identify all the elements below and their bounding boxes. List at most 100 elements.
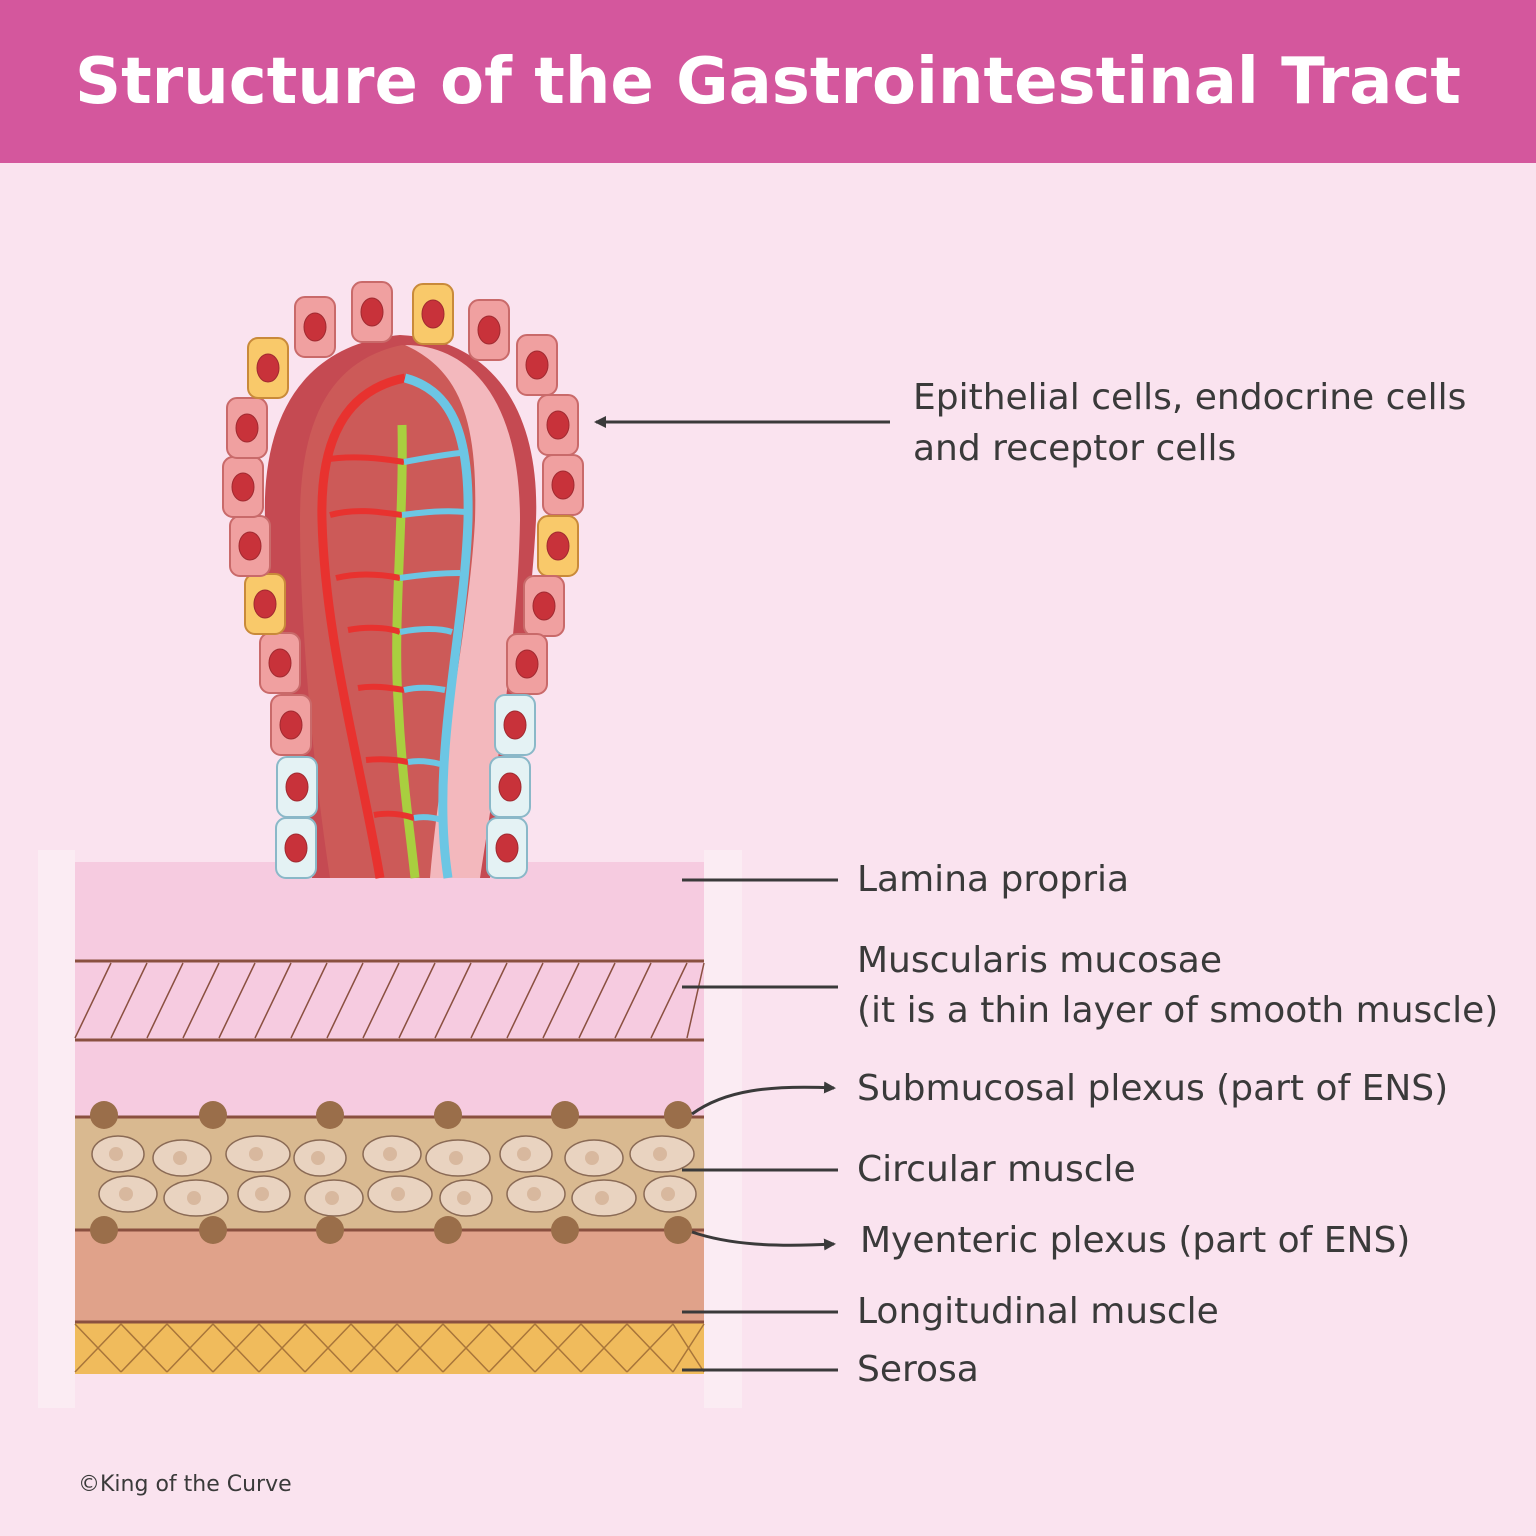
myenteric-plexus-node bbox=[90, 1216, 118, 1244]
submucosal-plexus-node bbox=[199, 1101, 227, 1129]
hatch-line bbox=[542, 962, 580, 1039]
cell-nucleus bbox=[284, 833, 308, 863]
muscularis-label-line2: (it is a thin layer of smooth muscle) bbox=[857, 990, 1499, 1031]
serosa-crosshatch bbox=[74, 1323, 705, 1373]
submucosal-plexus-node bbox=[434, 1101, 462, 1129]
cell-nucleus bbox=[495, 833, 519, 863]
epithelial-label-line1: Epithelial cells, endocrine cells bbox=[913, 377, 1467, 418]
epithelial-label-line2: and receptor cells bbox=[913, 428, 1237, 469]
cell-nucleus bbox=[235, 413, 259, 443]
cell-nucleus bbox=[546, 531, 570, 561]
serosa-hatch-line bbox=[488, 1323, 536, 1373]
right-side-panel bbox=[704, 850, 742, 1408]
serosa-hatch-line bbox=[396, 1323, 444, 1373]
artery-vessel bbox=[317, 373, 406, 879]
muscle-cell-nucleus bbox=[311, 1151, 325, 1165]
plexus-nodes bbox=[90, 1101, 692, 1244]
muscle-cell-nucleus bbox=[457, 1191, 471, 1205]
serosa-hatch-line bbox=[626, 1323, 674, 1373]
cell-nucleus bbox=[285, 772, 309, 802]
hatch-line bbox=[290, 962, 328, 1039]
hatch-line bbox=[146, 962, 184, 1039]
serosa-hatch-line bbox=[580, 1323, 628, 1373]
hatch-line bbox=[650, 962, 688, 1039]
cell-nucleus bbox=[231, 472, 255, 502]
copyright-credit: ©King of the Curve bbox=[78, 1472, 292, 1497]
muscle-cell-nucleus bbox=[527, 1187, 541, 1201]
myenteric-label: Myenteric plexus (part of ENS) bbox=[860, 1220, 1411, 1261]
hatch-line bbox=[254, 962, 292, 1039]
myenteric-plexus-node bbox=[199, 1216, 227, 1244]
hatch-line bbox=[686, 962, 705, 1039]
serosa-hatch-line bbox=[212, 1323, 260, 1373]
serosa-hatch-line bbox=[350, 1323, 398, 1373]
hatch-line bbox=[506, 962, 544, 1039]
myenteric-plexus-node bbox=[551, 1216, 579, 1244]
serosa-hatch-line bbox=[120, 1323, 168, 1373]
serosa-hatch-line bbox=[534, 1323, 582, 1373]
muscle-cell-nucleus bbox=[119, 1187, 133, 1201]
hatch-line bbox=[398, 962, 436, 1039]
cell-nucleus bbox=[268, 648, 292, 678]
vein-vessel bbox=[403, 373, 473, 879]
serosa-hatch-line bbox=[672, 1323, 705, 1373]
hatch-line bbox=[218, 962, 256, 1039]
serosa-layer bbox=[75, 1322, 704, 1374]
cell-nucleus bbox=[503, 710, 527, 740]
capillary-network bbox=[323, 449, 469, 823]
muscle-cell-nucleus bbox=[449, 1151, 463, 1165]
submucosal-plexus-node bbox=[90, 1101, 118, 1129]
cell-nucleus bbox=[551, 470, 575, 500]
muscle-cell-nucleus bbox=[109, 1147, 123, 1161]
villus bbox=[222, 281, 584, 879]
cell-nucleus bbox=[498, 772, 522, 802]
muscle-cell-nucleus bbox=[585, 1151, 599, 1165]
hatch-line bbox=[110, 962, 148, 1039]
cell-nucleus bbox=[303, 312, 327, 342]
muscle-cell-nucleus bbox=[249, 1147, 263, 1161]
submucosal-plexus-node bbox=[664, 1101, 692, 1129]
hatch-line bbox=[470, 962, 508, 1039]
myenteric-arrow bbox=[691, 1230, 836, 1251]
muscle-cell-nucleus bbox=[391, 1187, 405, 1201]
cell-nucleus bbox=[421, 299, 445, 329]
serosa-hatch-line bbox=[258, 1323, 306, 1373]
cell-nucleus bbox=[360, 297, 384, 327]
serosa-hatch-line bbox=[74, 1323, 122, 1373]
left-side-panel bbox=[38, 850, 75, 1408]
muscle-cell-nucleus bbox=[325, 1191, 339, 1205]
muscularis-label-line1: Muscularis mucosae bbox=[857, 940, 1222, 981]
lamina-propria-layer bbox=[75, 862, 704, 1117]
cell-nucleus bbox=[256, 353, 280, 383]
page-title: Structure of the Gastrointestinal Tract bbox=[74, 44, 1462, 119]
muscularis-mucosae-hatch bbox=[74, 962, 705, 1039]
cell-nucleus bbox=[279, 710, 303, 740]
hatch-line bbox=[74, 962, 112, 1039]
hatch-line bbox=[326, 962, 364, 1039]
serosa-hatch-line bbox=[304, 1323, 352, 1373]
cell-nucleus bbox=[477, 315, 501, 345]
hatch-line bbox=[434, 962, 472, 1039]
muscle-cell-nucleus bbox=[653, 1147, 667, 1161]
cell-nucleus bbox=[238, 531, 262, 561]
hatch-line bbox=[362, 962, 400, 1039]
muscle-cell-nucleus bbox=[255, 1187, 269, 1201]
cell-nucleus bbox=[515, 649, 539, 679]
muscle-cell-nucleus bbox=[187, 1191, 201, 1205]
submucosal-label: Submucosal plexus (part of ENS) bbox=[857, 1068, 1449, 1109]
cell-nucleus bbox=[525, 350, 549, 380]
epithelial-cell-layer bbox=[222, 281, 584, 879]
cell-nucleus bbox=[532, 591, 556, 621]
title-banner: Structure of the Gastrointestinal Tract bbox=[0, 0, 1536, 163]
myenteric-plexus-node bbox=[664, 1216, 692, 1244]
longitudinal-muscle-layer bbox=[75, 1230, 704, 1322]
submucosal-plexus-node bbox=[316, 1101, 344, 1129]
myenteric-plexus-node bbox=[316, 1216, 344, 1244]
muscle-cell-nucleus bbox=[661, 1187, 675, 1201]
serosa-label: Serosa bbox=[857, 1349, 979, 1390]
serosa-hatch-line bbox=[442, 1323, 490, 1373]
cell-nucleus bbox=[546, 410, 570, 440]
hatch-line bbox=[182, 962, 220, 1039]
serosa-hatch-line bbox=[166, 1323, 214, 1373]
longitudinal-label: Longitudinal muscle bbox=[857, 1291, 1219, 1332]
